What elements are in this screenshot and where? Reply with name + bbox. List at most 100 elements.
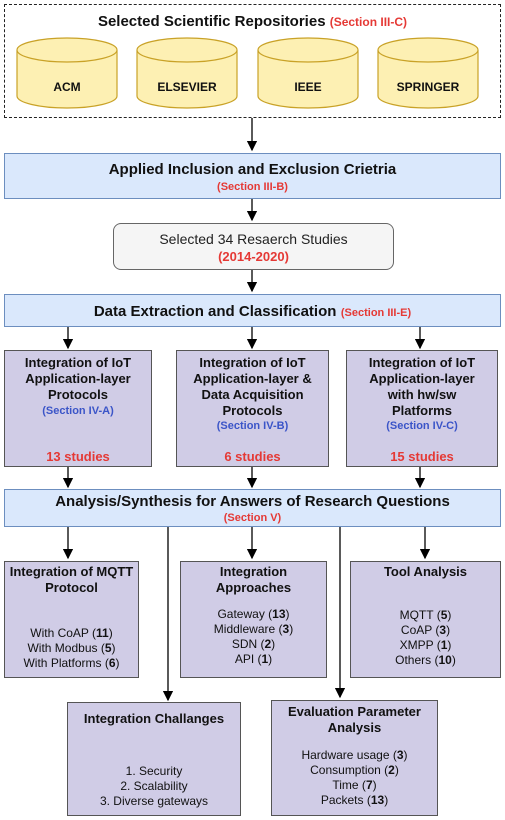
text-fragment: Packets ( bbox=[320, 793, 371, 807]
approaches-item: Gateway (13) bbox=[181, 607, 326, 622]
category-box-protocols: Integration of IoT Application-layer Pro… bbox=[4, 350, 152, 467]
mqtt-box: Integration of MQTT Protocol With CoAP (… bbox=[4, 561, 139, 678]
text-fragment: XMPP ( bbox=[399, 638, 441, 652]
evaluation-item: Packets (13) bbox=[272, 793, 437, 808]
category-section: (Section IV-A) bbox=[42, 405, 114, 417]
text-fragment: With Modbus ( bbox=[27, 641, 105, 655]
evaluation-item: Time (7) bbox=[272, 778, 437, 793]
repo-label-elsevier: ELSEVIER bbox=[157, 80, 217, 94]
text-fragment: ) bbox=[268, 652, 273, 666]
category-title-line: Application-layer bbox=[369, 371, 475, 386]
analysis-section: (Section V) bbox=[223, 512, 282, 524]
text-fragment: 2 bbox=[388, 763, 395, 777]
category-title-line: Application-layer & bbox=[193, 371, 312, 386]
mqtt-item: With Modbus (5) bbox=[5, 641, 138, 656]
approaches-item: SDN (2) bbox=[181, 637, 326, 652]
approaches-title-line: Integration bbox=[219, 564, 288, 579]
text-fragment: Time ( bbox=[332, 778, 366, 792]
category-box-data-acquisition: Integration of IoT Application-layer & D… bbox=[176, 350, 329, 467]
mqtt-title-line: Protocol bbox=[45, 580, 98, 595]
text-fragment: 1 bbox=[440, 638, 448, 652]
mqtt-item: With Platforms (6) bbox=[5, 656, 138, 671]
category-count: 6 studies bbox=[224, 449, 281, 464]
challenges-title: Integration Challanges bbox=[83, 711, 225, 726]
text-fragment: 11 bbox=[96, 626, 109, 640]
category-section: (Section IV-C) bbox=[386, 420, 458, 432]
text-fragment: ) bbox=[384, 793, 389, 807]
repositories-section: (Section III-C) bbox=[329, 15, 408, 29]
tools-item: MQTT (5) bbox=[351, 608, 500, 623]
text-fragment: 10 bbox=[438, 653, 452, 667]
text-fragment: 7 bbox=[365, 778, 373, 792]
analysis-box: Analysis/Synthesis for Answers of Resear… bbox=[4, 489, 501, 527]
extraction-section: (Section III-E) bbox=[340, 307, 412, 319]
tools-box: Tool Analysis MQTT (5) CoAP (3) XMPP (1)… bbox=[350, 561, 501, 678]
text-fragment: 13 bbox=[272, 607, 286, 621]
text-fragment: Consumption ( bbox=[310, 763, 389, 777]
text-fragment: 3 bbox=[439, 623, 447, 637]
challenges-item: 3. Diverse gateways bbox=[99, 794, 209, 808]
text-fragment: ) bbox=[447, 638, 452, 652]
text-fragment: 13 bbox=[370, 793, 385, 807]
text-fragment: ) bbox=[394, 763, 399, 777]
text-fragment: Others ( bbox=[395, 653, 439, 667]
text-fragment: 2 bbox=[264, 637, 272, 651]
tools-title: Tool Analysis bbox=[383, 564, 468, 579]
text-fragment: 5 bbox=[104, 641, 112, 655]
criteria-box: Applied Inclusion and Exclusion Crietria… bbox=[4, 153, 501, 199]
text-fragment: ) bbox=[289, 622, 294, 636]
text-fragment: ) bbox=[271, 637, 276, 651]
text-fragment: ) bbox=[115, 656, 120, 670]
challenges-item: 2. Scalability bbox=[120, 779, 188, 793]
category-title-line: Integration of IoT bbox=[199, 355, 306, 370]
tools-item: XMPP (1) bbox=[351, 638, 500, 653]
text-fragment: ) bbox=[447, 608, 452, 622]
category-box-platforms: Integration of IoT Application-layer wit… bbox=[346, 350, 498, 467]
repo-label-springer: SPRINGER bbox=[396, 80, 460, 94]
database-icon-ieee bbox=[257, 37, 359, 109]
database-icon-acm bbox=[16, 37, 118, 109]
text-fragment: 6 bbox=[108, 656, 116, 670]
category-title-line: Protocols bbox=[48, 387, 108, 402]
text-fragment: SDN ( bbox=[231, 637, 265, 651]
text-fragment: ) bbox=[108, 626, 113, 640]
text-fragment: Gateway ( bbox=[217, 607, 273, 621]
tools-item: Others (10) bbox=[351, 653, 500, 668]
studies-years: (2014-2020) bbox=[218, 249, 289, 264]
challenges-box: Integration Challanges 1. Security 2. Sc… bbox=[67, 702, 241, 816]
repositories-title: Selected Scientific Repositories bbox=[97, 13, 326, 30]
analysis-title: Analysis/Synthesis for Answers of Resear… bbox=[55, 493, 450, 510]
category-section: (Section IV-B) bbox=[216, 420, 289, 432]
evaluation-title-line: Analysis bbox=[327, 720, 382, 735]
text-fragment: MQTT ( bbox=[399, 608, 441, 622]
studies-title: Selected 34 Resaerch Studies bbox=[159, 231, 348, 247]
evaluation-box: Evaluation Parameter Analysis Hardware u… bbox=[271, 700, 438, 816]
repo-label-acm: ACM bbox=[53, 80, 81, 94]
mqtt-title-line: Integration of MQTT bbox=[9, 564, 134, 579]
tools-item: CoAP (3) bbox=[351, 623, 500, 638]
database-icon-elsevier bbox=[136, 37, 238, 109]
text-fragment: With CoAP ( bbox=[30, 626, 97, 640]
text-fragment: ) bbox=[451, 653, 456, 667]
extraction-title: Data Extraction and Classification bbox=[93, 303, 337, 320]
text-fragment: 3 bbox=[282, 622, 290, 636]
evaluation-title-line: Evaluation Parameter bbox=[288, 704, 421, 719]
text-fragment: ) bbox=[372, 778, 377, 792]
approaches-item: Middleware (3) bbox=[181, 622, 326, 637]
repositories-header: Selected Scientific Repositories (Sectio… bbox=[5, 13, 500, 30]
repo-label-ieee: IEEE bbox=[294, 80, 322, 94]
text-fragment: ) bbox=[285, 607, 290, 621]
challenges-item: 1. Security bbox=[125, 764, 183, 778]
category-title-line: Protocols bbox=[222, 403, 283, 418]
approaches-box: Integration Approaches Gateway (13) Midd… bbox=[180, 561, 327, 678]
database-icon-springer bbox=[377, 37, 479, 109]
text-fragment: CoAP ( bbox=[400, 623, 440, 637]
mqtt-item: With CoAP (11) bbox=[5, 626, 138, 641]
text-fragment: ) bbox=[111, 641, 116, 655]
approaches-item: API (1) bbox=[181, 652, 326, 667]
text-fragment: 1 bbox=[261, 652, 269, 666]
category-count: 13 studies bbox=[46, 449, 110, 464]
text-fragment: Hardware usage ( bbox=[301, 748, 397, 762]
category-title-line: with hw/sw bbox=[387, 387, 457, 402]
